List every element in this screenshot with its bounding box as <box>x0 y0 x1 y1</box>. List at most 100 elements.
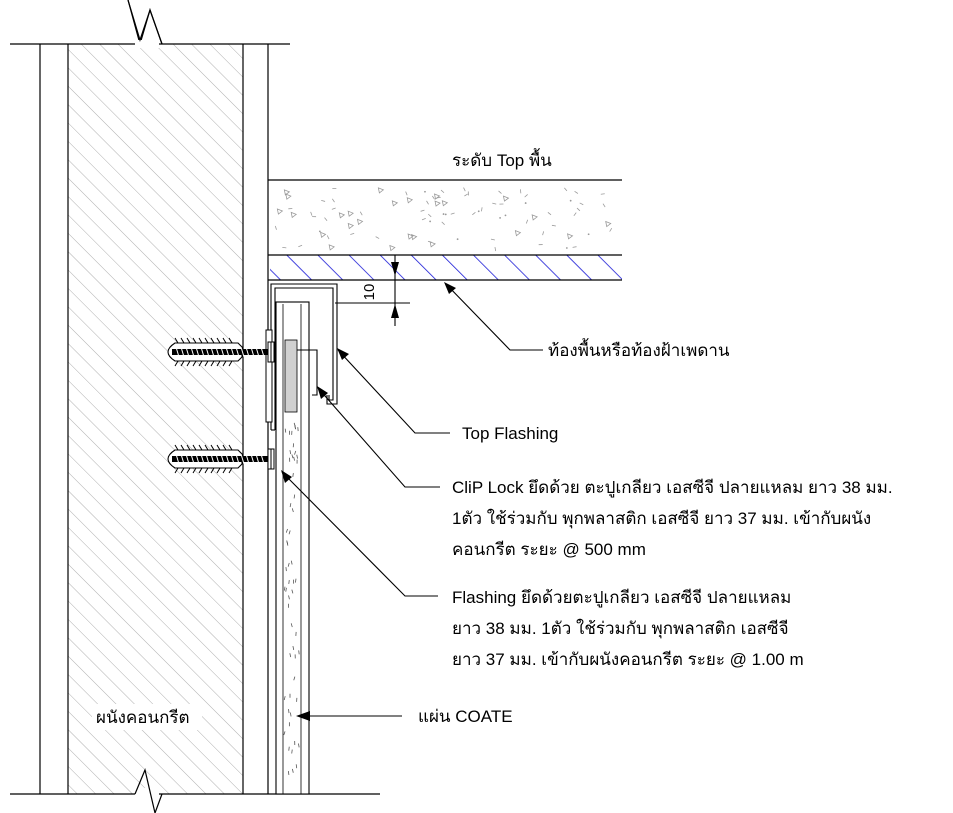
speckle-triangle <box>566 233 574 240</box>
speckle-dash <box>498 190 502 194</box>
speckle-triangle <box>356 218 364 226</box>
panel-speckle <box>294 425 297 430</box>
screw-thread <box>220 453 225 465</box>
anchor-rib <box>210 444 215 474</box>
speckle-dash <box>321 199 326 202</box>
speckle-dash <box>602 203 606 208</box>
clip-lock-hook <box>297 349 318 396</box>
screw-thread <box>260 453 265 465</box>
speckle-dash <box>421 218 426 221</box>
speckle-dash <box>298 244 303 248</box>
panel-speckle <box>294 450 297 455</box>
break-mask-bottom <box>135 788 159 798</box>
anchor-rib <box>198 444 203 474</box>
panel-speckle <box>284 428 287 433</box>
label-slab-soffit: ท้องพื้นหรือท้องฝ้าเพดาน <box>548 338 730 360</box>
speckle-dash <box>572 246 577 248</box>
speckle-triangle <box>429 241 436 248</box>
screw-thread <box>200 453 205 465</box>
dimension-10: 10 <box>335 255 410 326</box>
speckle-triangle <box>391 200 399 207</box>
top-flashing <box>270 283 338 431</box>
speckle-dash <box>609 227 613 232</box>
screw-thread <box>190 453 195 465</box>
speckle-dot <box>424 190 426 193</box>
speckle-dash <box>481 207 483 212</box>
label-top-flashing: Top Flashing <box>462 424 558 443</box>
screw-thread <box>245 453 250 465</box>
panel-speckle <box>296 454 298 459</box>
label-clip-lock-line2: 1ตัว ใช้ร่วมกับ พุกพลาสติก เอสซีจี ยาว 3… <box>452 508 871 529</box>
leader-lines <box>281 283 543 717</box>
label-coate-panel: แผ่น COATE <box>418 707 513 726</box>
speckle-dot <box>442 213 445 215</box>
anchor-rib <box>210 337 215 367</box>
panel-speckle <box>285 587 287 592</box>
leader-flashing <box>281 471 438 597</box>
screw-thread <box>190 346 195 358</box>
panel-speckle <box>291 454 294 459</box>
anchor-rib <box>228 337 233 367</box>
speckle-dash <box>492 202 497 205</box>
concrete-speckles <box>274 187 613 252</box>
speckle-dash <box>420 209 425 212</box>
anchor-rib <box>228 444 233 474</box>
speckle-triangle <box>434 200 441 207</box>
screw-thread <box>205 346 210 358</box>
speckle-triangle <box>347 210 354 217</box>
screw-thread <box>215 453 220 465</box>
screw-thread <box>205 453 210 465</box>
label-flashing-line3: ยาว 37 มม. เข้ากับผนังคอนกรีต ระยะ @ 1.0… <box>452 650 804 669</box>
speckle-triangle <box>290 211 298 219</box>
speckle-dash <box>432 195 435 200</box>
speckle-triangle <box>328 244 335 251</box>
screw-thread <box>225 346 230 358</box>
speckle-triangle <box>502 195 510 202</box>
panel-speckle <box>290 560 293 565</box>
speckle-dash <box>547 212 552 216</box>
speckle-triangle <box>441 200 449 207</box>
panel-speckle <box>291 508 294 513</box>
clip-lock-plate <box>284 339 298 413</box>
speckle-dash <box>525 219 529 224</box>
speckle-triangle <box>283 189 291 196</box>
screw-anchor-top <box>167 337 275 367</box>
speckle-dot <box>504 214 507 217</box>
speckle-triangle <box>406 197 414 204</box>
screw-thread <box>180 453 185 465</box>
speckle-dash <box>331 207 336 210</box>
panel-speckle <box>289 653 292 658</box>
screw-thread <box>255 453 260 465</box>
speckle-dash <box>310 211 313 216</box>
speckle-triangle <box>531 214 538 221</box>
panel-speckle <box>298 650 300 655</box>
speckle-triangle <box>514 230 522 237</box>
speckle-triangle <box>347 222 355 230</box>
screw-thread <box>180 346 185 358</box>
panel-speckle <box>290 623 293 628</box>
speckle-triangle <box>377 187 385 194</box>
speckle-triangle <box>389 244 396 252</box>
screw-anchor-bottom <box>167 444 275 474</box>
speckle-dash <box>524 194 528 198</box>
speckle-triangle <box>407 233 414 240</box>
leader-clip-lock <box>317 387 440 488</box>
screw-thread <box>230 346 235 358</box>
speckle-dash <box>551 224 556 227</box>
panel-speckle <box>283 731 286 736</box>
speckle-dot <box>456 238 459 241</box>
arrow-flashing <box>281 470 292 483</box>
panel-speckle <box>289 503 292 508</box>
label-flashing-line2: ยาว 38 มม. 1ตัว ใช้ร่วมกับ พุกพลาสติก เอ… <box>452 618 789 639</box>
label-floor-level: ระดับ Top พื้น <box>452 148 552 170</box>
speckle-triangle <box>276 208 284 215</box>
speckle-dash <box>441 221 445 225</box>
panel-speckle <box>289 450 292 455</box>
break-symbol-bottom <box>134 768 163 813</box>
speckle-dash <box>375 236 380 239</box>
speckle-dash <box>564 187 568 192</box>
anchor-rib <box>180 337 185 367</box>
screw-thread <box>250 453 255 465</box>
wall-label-bg <box>92 704 202 730</box>
